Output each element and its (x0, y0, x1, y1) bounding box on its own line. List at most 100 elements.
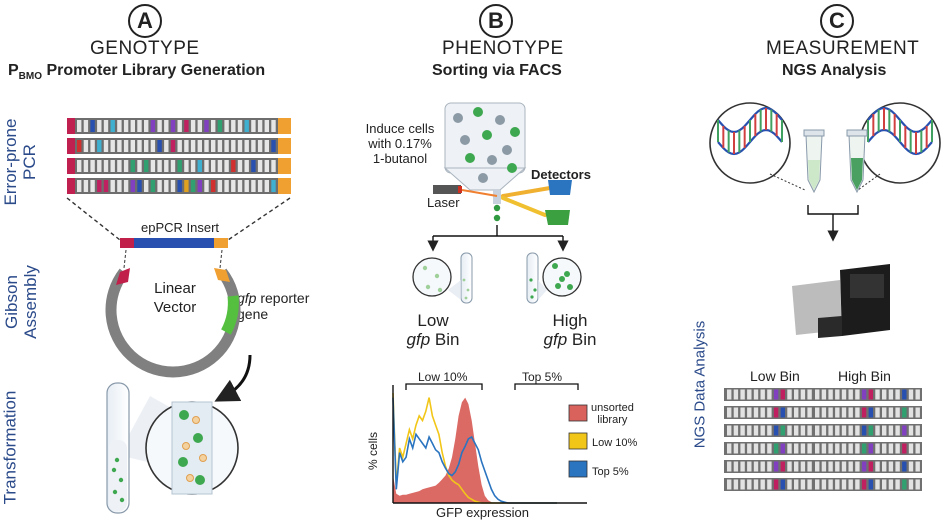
insert-blue (134, 238, 214, 248)
tube-high-cap (846, 129, 868, 137)
high-read-base (888, 407, 894, 418)
high-read-base (861, 407, 867, 418)
strip-orange-end (278, 118, 291, 134)
strip-base (144, 140, 149, 152)
high-bin-1: High (552, 311, 588, 330)
strip-base (170, 120, 176, 132)
strip-base (77, 140, 82, 152)
panel-c-heading: MEASUREMENT (766, 38, 920, 59)
low-read-base (727, 479, 732, 490)
strip-base (197, 180, 202, 192)
low-bin-cell (425, 284, 431, 290)
high-read-base (821, 461, 827, 472)
strip-base (157, 180, 162, 192)
strip-base (231, 160, 236, 172)
high-read-base (875, 443, 880, 454)
high-read-base (915, 443, 920, 454)
high-read-base (815, 407, 820, 418)
low-bin-cell (434, 273, 440, 279)
high-read-base (861, 479, 867, 490)
green-cell (195, 475, 205, 485)
strip-base (264, 140, 269, 152)
induce-2: with 0.17% (368, 136, 432, 151)
linear-vector-arc (105, 268, 241, 378)
low-read-base (794, 479, 799, 490)
gfp-histogram (392, 385, 588, 504)
laser-label: Laser (427, 195, 460, 210)
high-read-base (882, 389, 887, 400)
strip-base (231, 120, 236, 132)
strip-base (164, 180, 169, 192)
strip-base (164, 160, 169, 172)
vector-label-2: Vector (153, 299, 197, 316)
strip-base (190, 180, 196, 192)
high-read-base (861, 443, 867, 454)
green-cell (178, 457, 188, 467)
tube-cell (111, 467, 117, 473)
high-read-base (875, 461, 880, 472)
strip-base (257, 160, 263, 172)
low-read-base (800, 461, 806, 472)
strip-base (144, 180, 149, 192)
low-read-base (773, 389, 779, 400)
strip-base (237, 180, 243, 192)
low-tube-cell (464, 296, 468, 300)
tube-cell (119, 497, 125, 503)
panel-b-letter: B (479, 4, 513, 38)
reporter-rest: reporter (256, 290, 310, 306)
ssc-beam (501, 196, 547, 217)
strip-base (237, 140, 243, 152)
low-read-base (747, 461, 752, 472)
strip-base (130, 140, 135, 152)
high-read-base (908, 461, 914, 472)
high-read-base (902, 479, 907, 490)
strip-base (170, 160, 176, 172)
strip-base (110, 180, 115, 192)
high-read-base (888, 479, 894, 490)
strip-base (110, 140, 115, 152)
sorter-cell (495, 115, 505, 125)
reporter-italic: gfp (237, 290, 257, 306)
insert-dash-right (219, 249, 223, 269)
high-bin-italic: gfp (543, 330, 568, 349)
low-read-base (747, 425, 752, 436)
strip-red-end (67, 118, 75, 134)
low-read-base (794, 425, 799, 436)
high-read-base (861, 461, 867, 472)
strip-base (244, 120, 249, 132)
insert-label: epPCR Insert (141, 220, 220, 235)
strip-base (117, 160, 122, 172)
low-read-base (787, 389, 792, 400)
high-read-base (828, 479, 833, 490)
strip-base (190, 160, 196, 172)
laser-device (433, 185, 461, 194)
strip-base (257, 140, 263, 152)
high-read-base (868, 389, 873, 400)
strip-base (204, 180, 209, 192)
high-read-base (915, 461, 920, 472)
strip-base (184, 140, 189, 152)
high-read-base (882, 425, 887, 436)
zoom-line-right (227, 197, 291, 241)
low-read-base (747, 479, 752, 490)
zoom-line-left (66, 197, 121, 241)
strip-base (97, 140, 102, 152)
strip-base (83, 140, 89, 152)
high-read-base (828, 407, 833, 418)
high-read-base (855, 407, 860, 418)
low-read-base (807, 389, 812, 400)
strip-base (137, 160, 142, 172)
high-read-base (835, 443, 840, 454)
induce-1: Induce cells (365, 121, 435, 136)
high-read-base (875, 479, 880, 490)
low-read-base (760, 407, 765, 418)
strip-base (83, 160, 89, 172)
low-read-base (727, 407, 732, 418)
low-read-base (780, 479, 785, 490)
strip-base (251, 160, 256, 172)
strip-orange-end (278, 178, 291, 194)
high-read-base (882, 461, 887, 472)
strip-base (244, 160, 249, 172)
